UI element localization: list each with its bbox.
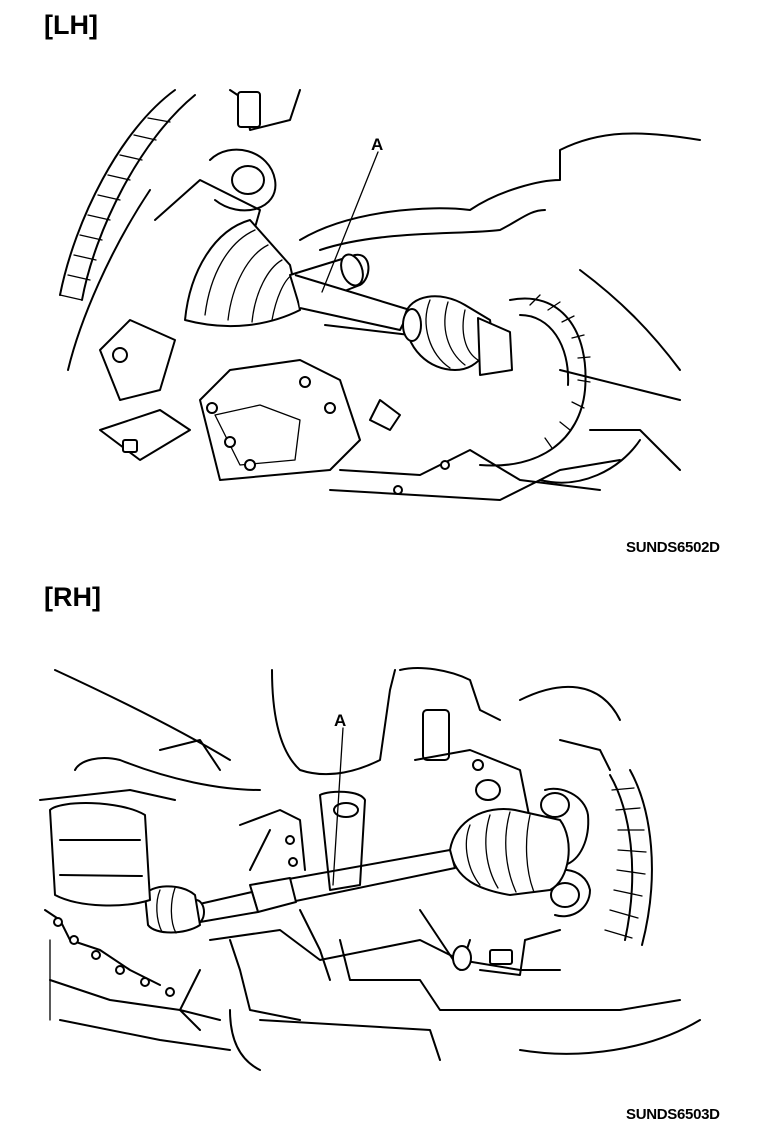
rh-knuckle	[414, 709, 611, 918]
lh-figure-code: SUNDS6502D	[626, 539, 720, 556]
lh-callout-a: A	[321, 135, 383, 293]
rh-body-frame	[39, 667, 621, 801]
rh-outer-cv-boot	[449, 808, 570, 896]
lh-callout-label: A	[371, 135, 383, 154]
lh-brake-disc	[59, 89, 196, 371]
lh-inner-cv-boot	[402, 295, 513, 376]
lh-outer-cv-boot	[184, 219, 301, 328]
rh-figure-code: SUNDS6503D	[626, 1106, 720, 1123]
lh-section-label: [LH]	[44, 10, 98, 40]
rh-inner-cv-boot	[144, 885, 201, 934]
lh-axle-shaft	[289, 253, 411, 336]
rh-callout-label: A	[334, 711, 346, 730]
rh-engine-bay	[44, 802, 231, 1051]
rh-drive-shaft-illustration: A	[0, 640, 768, 1080]
lh-body-frame	[299, 132, 701, 484]
rh-section-label: [RH]	[44, 582, 101, 612]
rh-axle-shaft	[187, 849, 456, 925]
rh-brake-disc	[604, 769, 653, 946]
rh-transaxle	[179, 790, 701, 1071]
lh-knuckle	[99, 89, 301, 461]
rh-callout-a: A	[332, 711, 346, 886]
lh-drive-shaft-illustration: A	[0, 70, 768, 530]
